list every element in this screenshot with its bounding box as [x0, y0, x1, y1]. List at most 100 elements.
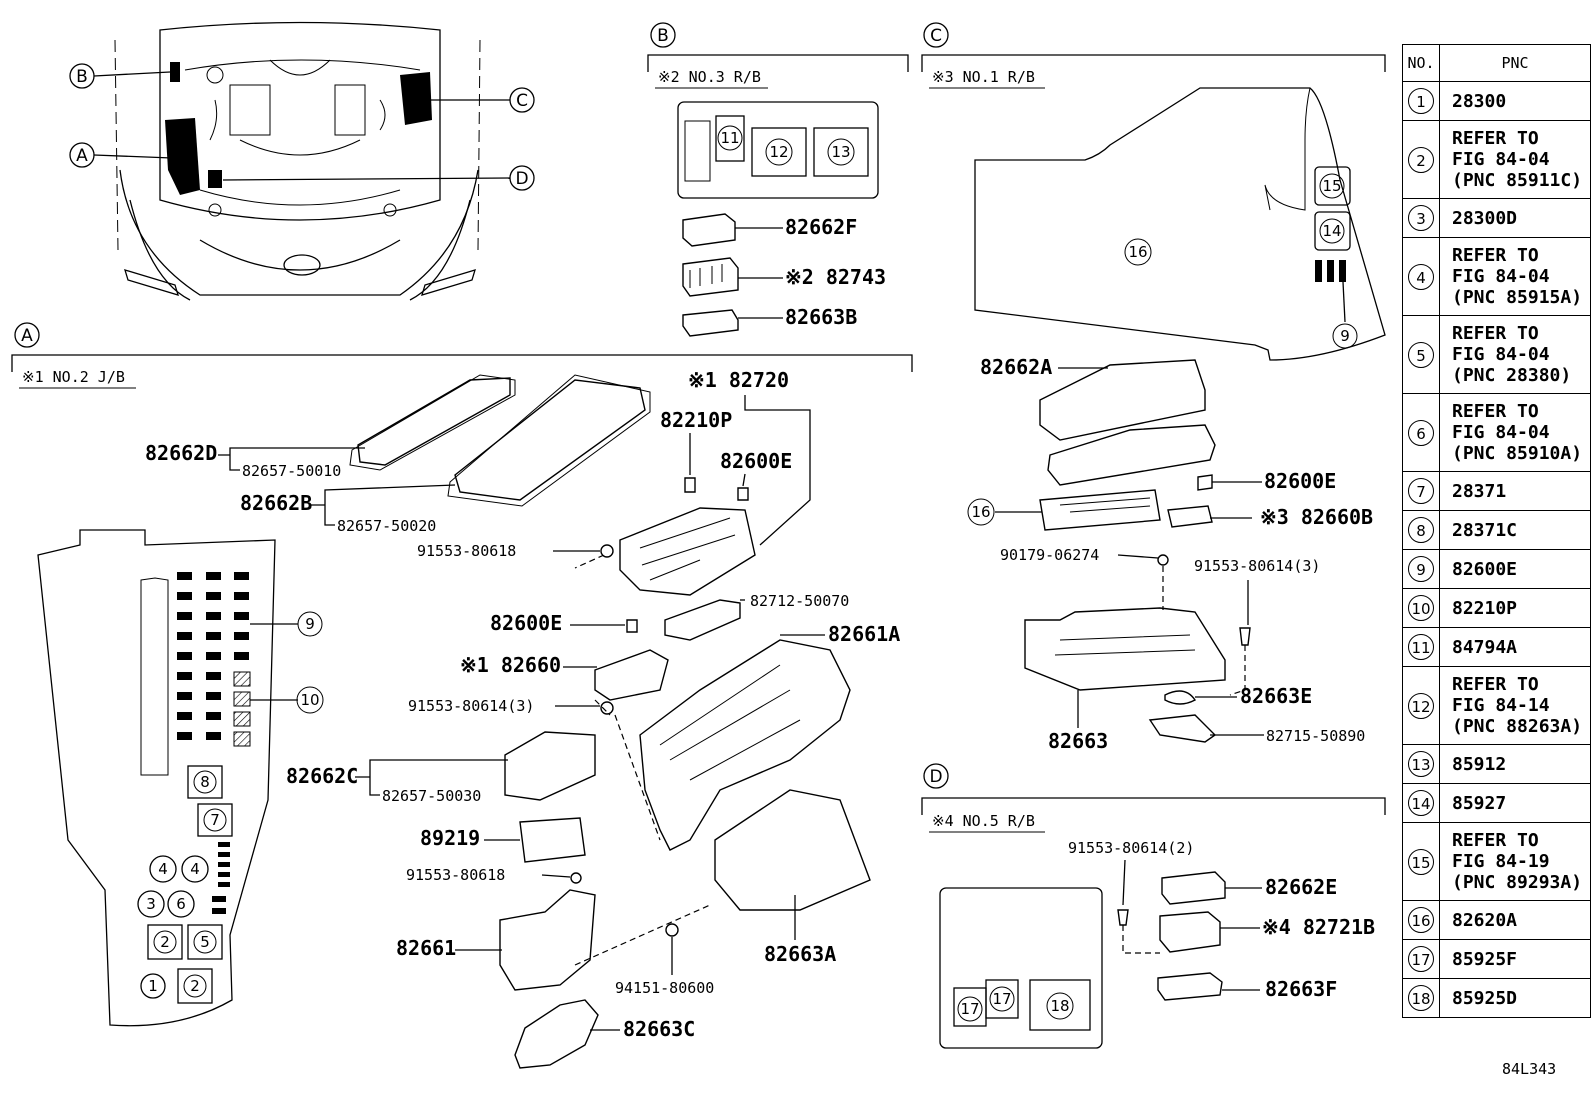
label-82662C: 82662C: [286, 764, 358, 788]
label-82657-50010: 82657-50010: [242, 462, 341, 480]
section-a: A ※1 NO.2 J/B 9: [11, 322, 913, 1069]
overview-label-c: C: [516, 91, 528, 111]
row-number: 10: [1402, 588, 1440, 628]
row-number: 9: [1402, 549, 1440, 589]
row-number-circle: 18: [1408, 985, 1434, 1011]
section-b-title: ※2 NO.3 R/B: [658, 68, 761, 86]
label-d-91553-80614: 91553-80614(2): [1068, 839, 1194, 857]
label-82712-50070: 82712-50070: [750, 592, 849, 610]
label-82662A: 82662A: [980, 355, 1052, 379]
label-82662B: 82662B: [240, 491, 312, 515]
label-82660B: ※3 82660B: [1260, 505, 1373, 529]
row-number-circle: 5: [1408, 341, 1434, 368]
label-94151-80600: 94151-80600: [615, 979, 714, 997]
fuse-rows: [177, 572, 251, 914]
row-number-circle: 3: [1408, 205, 1434, 231]
label-82663B: 82663B: [785, 305, 857, 329]
callout-a-5: 5: [200, 933, 210, 951]
label-82661A: 82661A: [828, 622, 900, 646]
row-number: 13: [1402, 744, 1440, 784]
row-pnc: REFER TO FIG 84-04 (PNC 85915A): [1439, 237, 1591, 316]
row-number: 4: [1402, 237, 1440, 316]
row-pnc: 82620A: [1439, 900, 1591, 940]
row-number: 5: [1402, 315, 1440, 394]
overview-label-a: A: [76, 146, 88, 166]
header-no: NO.: [1402, 44, 1440, 82]
label-a-82600E-1: 82600E: [720, 449, 792, 473]
row-pnc: 85927: [1439, 783, 1591, 823]
callout-a-8: 8: [200, 773, 210, 791]
section-a-title: ※1 NO.2 J/B: [22, 368, 125, 386]
row-pnc: 28371: [1439, 471, 1591, 511]
row-number-circle: 2: [1408, 146, 1434, 173]
row-pnc: REFER TO FIG 84-04 (PNC 28380): [1439, 315, 1591, 394]
row-pnc: REFER TO FIG 84-04 (PNC 85910A): [1439, 393, 1591, 472]
callout-a-6: 6: [176, 895, 186, 913]
row-pnc: 82600E: [1439, 549, 1591, 589]
label-82661: 82661: [396, 936, 456, 960]
overview-label-b: B: [76, 67, 88, 87]
row-number-circle: 6: [1408, 419, 1434, 446]
row-number-circle: 14: [1408, 790, 1434, 816]
label-82662F: 82662F: [785, 215, 857, 239]
callout-a-1: 1: [148, 977, 158, 995]
callout-b-13: 13: [831, 143, 850, 161]
label-82663C: 82663C: [623, 1017, 695, 1041]
row-number: 11: [1402, 627, 1440, 667]
row-number: 14: [1402, 783, 1440, 823]
row-number: 1: [1402, 81, 1440, 121]
label-a-82600E-2: 82600E: [490, 611, 562, 635]
row-number: 2: [1402, 120, 1440, 199]
label-82660: ※1 82660: [460, 653, 561, 677]
row-number: 15: [1402, 822, 1440, 901]
callout-c-16b: 16: [971, 503, 990, 521]
label-82657-50030: 82657-50030: [382, 787, 481, 805]
label-82657-50020: 82657-50020: [337, 517, 436, 535]
label-a-91553-80618-1: 91553-80618: [417, 542, 516, 560]
callout-a-10: 10: [300, 691, 319, 709]
row-number-circle: 8: [1408, 517, 1434, 543]
row-number-circle: 7: [1408, 478, 1434, 504]
row-pnc: 85912: [1439, 744, 1591, 784]
label-82720: ※1 82720: [688, 368, 789, 392]
row-number: 12: [1402, 666, 1440, 745]
row-number: 3: [1402, 198, 1440, 238]
callout-b-12: 12: [769, 143, 788, 161]
label-c-82600E: 82600E: [1264, 469, 1336, 493]
row-number-circle: 13: [1408, 751, 1434, 777]
row-number-circle: 17: [1408, 946, 1434, 972]
label-a-91553-80618-2: 91553-80618: [406, 866, 505, 884]
row-pnc: 82210P: [1439, 588, 1591, 628]
row-number-circle: 1: [1408, 88, 1434, 114]
section-a-letter: A: [21, 326, 33, 346]
callout-c-14: 14: [1322, 222, 1341, 240]
label-82662D: 82662D: [145, 441, 217, 465]
row-number: 17: [1402, 939, 1440, 979]
figure-code: 84L343: [1502, 1060, 1557, 1078]
row-pnc: 85925D: [1439, 978, 1591, 1018]
row-number: 6: [1402, 393, 1440, 472]
callout-a-2a: 2: [160, 933, 170, 951]
section-c-title: ※3 NO.1 R/B: [932, 68, 1035, 86]
row-pnc: REFER TO FIG 84-14 (PNC 88263A): [1439, 666, 1591, 745]
row-number-circle: 10: [1408, 595, 1434, 621]
callout-d-17a: 17: [960, 1000, 979, 1018]
label-82743: ※2 82743: [785, 265, 886, 289]
label-82210P: 82210P: [660, 408, 732, 432]
callout-b-11: 11: [720, 129, 739, 147]
row-pnc: REFER TO FIG 84-19 (PNC 89293A): [1439, 822, 1591, 901]
label-82663F: 82663F: [1265, 977, 1337, 1001]
section-b-letter: B: [657, 26, 669, 46]
